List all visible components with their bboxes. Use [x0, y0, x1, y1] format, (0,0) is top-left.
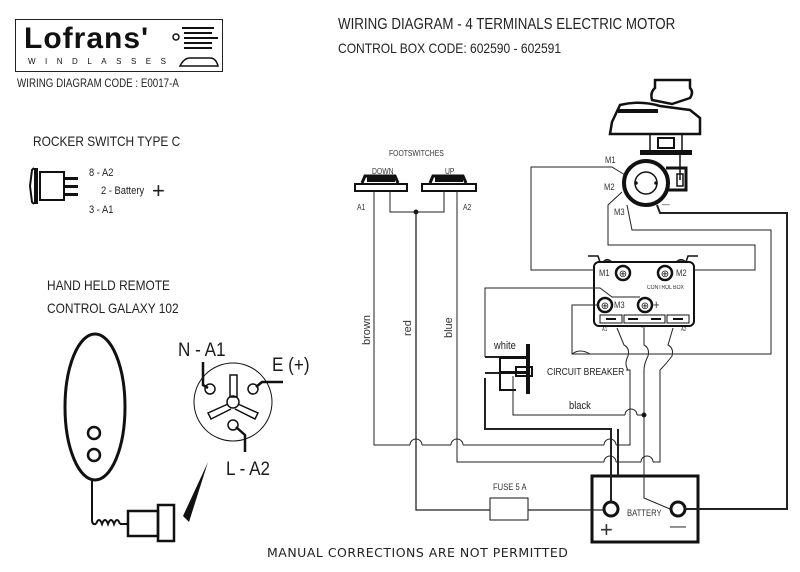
control-box-icon: ⊕ ⊕ ⊕ ⊕ — [588, 255, 698, 327]
motor-m3-label: M3 — [614, 207, 625, 217]
remote-title-line2: CONTROL GALAXY 102 — [47, 300, 179, 316]
plus-symbol: + — [152, 178, 165, 203]
footswitch-a2-label: A2 — [463, 203, 472, 212]
rocker-pin-3: 3 - A1 — [89, 204, 114, 216]
rocker-pin-8: 8 - A2 — [89, 167, 114, 179]
windlass-logo-icon — [172, 27, 219, 67]
motor-m1-label: M1 — [605, 155, 616, 165]
footswitch-up-icon — [421, 174, 477, 192]
remote-title-line1: HAND HELD REMOTE — [47, 277, 170, 293]
remote-pin-n: N - A1 — [178, 340, 226, 361]
circuit-breaker-label: CIRCUIT BREAKER — [547, 367, 625, 378]
connector-plug-icon — [193, 362, 283, 452]
remote-pin-e: E (+) — [272, 355, 310, 376]
box-m2-label: M2 — [676, 268, 687, 278]
box-minus-label: — — [641, 325, 646, 331]
rocker-pin-2: 2 - Battery — [101, 185, 145, 197]
motor-m2-label: M2 — [604, 182, 615, 192]
box-m3-label: M3 — [614, 300, 625, 310]
footer-notice: MANUAL CORRECTIONS ARE NOT PERMITTED — [267, 545, 569, 560]
box-a2-label: A2 — [681, 327, 687, 333]
brand-subtitle: WINDLASSES — [28, 57, 176, 66]
wire-label-blue: blue — [443, 317, 455, 338]
svg-text:⊕: ⊕ — [661, 269, 669, 280]
page-subtitle: CONTROL BOX CODE: 602590 - 602591 — [338, 40, 562, 56]
brand-logo: Lofrans' WINDLASSES — [15, 19, 223, 72]
motor-minus-label: — — [662, 199, 670, 209]
fuse-label: FUSE 5 A — [493, 482, 527, 492]
wire-label-black: black — [569, 400, 591, 412]
box-m1-label: M1 — [599, 268, 610, 278]
remote-pin-l: L - A2 — [226, 459, 271, 480]
footswitch-down-icon — [354, 174, 408, 192]
remote-handset-icon — [63, 332, 208, 543]
rocker-switch-icon — [28, 167, 78, 205]
svg-text:⊕: ⊕ — [601, 301, 609, 312]
battery-minus-label: — — [670, 518, 686, 535]
svg-text:⊕: ⊕ — [619, 269, 627, 280]
control-box-label: CONTROL BOX — [647, 285, 684, 291]
diagram-code: WIRING DIAGRAM CODE : E0017-A — [17, 78, 179, 90]
page-title: WIRING DIAGRAM - 4 TERMINALS ELECTRIC MO… — [338, 16, 676, 33]
windlass-motor-icon — [608, 78, 702, 207]
footswitches-title: FOOTSWITCHES — [389, 149, 444, 158]
brand-name: Lofrans' — [24, 22, 150, 55]
svg-text:⊕: ⊕ — [641, 301, 649, 312]
circuit-breaker-icon — [499, 344, 533, 394]
battery-label: BATTERY — [627, 508, 662, 518]
rocker-switch-title: ROCKER SWITCH TYPE C — [33, 133, 181, 149]
battery-plus-label: + — [600, 517, 613, 542]
box-a1-label: A1 — [602, 327, 608, 333]
wire-label-brown: brown — [361, 315, 373, 345]
wire-label-red: red — [402, 320, 414, 336]
footswitch-down-label: DOWN — [372, 167, 394, 176]
wire-label-white: white — [494, 340, 516, 352]
box-plus-label: + — [653, 297, 660, 312]
fuse-icon — [489, 497, 529, 521]
wiring — [373, 166, 788, 511]
footswitch-a1-label: A1 — [357, 203, 366, 212]
footswitch-up-label: UP — [445, 167, 455, 176]
